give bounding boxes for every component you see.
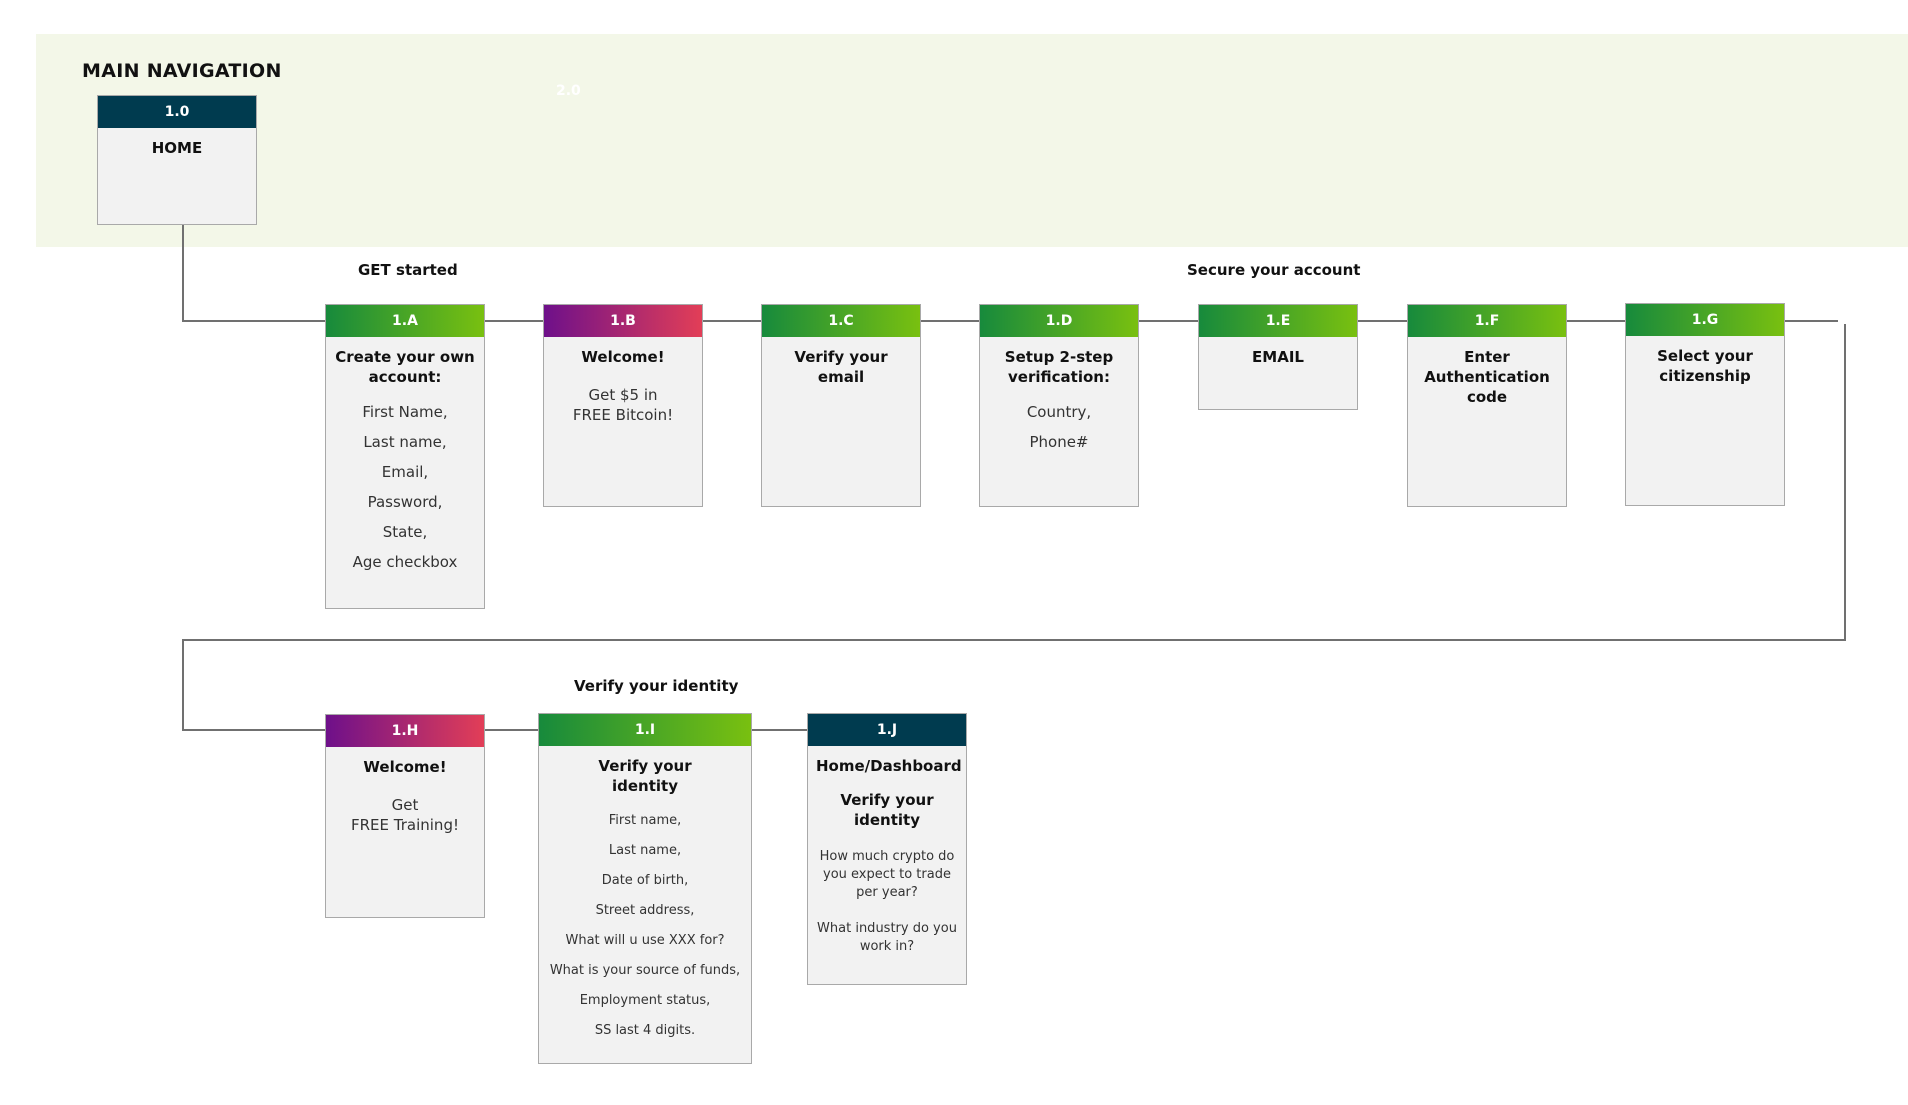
card-create-account-title: Create your own account: [335,348,475,386]
card-verify-email-id: 1.C [762,305,920,337]
field-item: Employment status, [579,993,711,1008]
card-two-step-setup-id: 1.D [980,305,1138,337]
card-create-account[interactable]: 1.A Create your own account: First Name,… [325,304,485,609]
question-item: What industry do you work in? [817,921,957,954]
connector-row1-to-row2 [182,324,1846,731]
card-citizenship-id: 1.G [1626,304,1784,336]
main-navigation-title: MAIN NAVIGATION [82,60,282,82]
card-create-account-id: 1.A [326,305,484,337]
field-item: Phone# [1029,433,1089,451]
field-item: Country, [1026,403,1092,421]
card-welcome-bitcoin-body: Get $5 in FREE Bitcoin! [572,386,674,424]
card-two-step-setup-fields: Country, Phone# [980,387,1138,457]
card-welcome-bitcoin-title: Welcome! [581,348,665,366]
card-home-title: HOME [151,139,203,157]
field-item: SS last 4 digits. [594,1023,696,1038]
section-verify-identity-label: Verify your identity [574,677,739,695]
section-2-label: 2.0 [556,83,581,99]
card-verify-identity-title: Verify your identity [598,757,692,795]
connector-home-to-row1 [182,224,325,322]
card-citizenship-title: Select your citizenship [1657,347,1753,385]
field-item: First name, [608,813,682,828]
card-home-dashboard-id: 1.J [808,714,966,746]
card-verify-email[interactable]: 1.C Verify your email [761,304,921,507]
card-welcome-training-body: Get FREE Training! [351,796,459,834]
field-item: Date of birth, [601,873,689,888]
card-email-id: 1.E [1199,305,1357,337]
card-verify-identity-id: 1.I [539,714,751,746]
main-navigation-band [36,34,1908,247]
field-item: First Name, [362,403,448,421]
question-item: How much crypto do you expect to trade p… [819,849,955,900]
card-welcome-bitcoin-id: 1.B [544,305,702,337]
field-item: What is your source of funds, [549,963,741,978]
card-create-account-fields: First Name, Last name, Email, Password, … [326,387,484,577]
card-two-step-setup[interactable]: 1.D Setup 2-step verification: Country, … [979,304,1139,507]
card-verify-email-title: Verify your email [794,348,888,386]
field-item: Last name, [608,843,682,858]
card-email-title: EMAIL [1252,348,1304,366]
field-item: What will u use XXX for? [565,933,725,948]
card-auth-code[interactable]: 1.F Enter Authentication code [1407,304,1567,507]
card-welcome-training[interactable]: 1.H Welcome! Get FREE Training! [325,714,485,918]
card-home[interactable]: 1.0 HOME [97,95,257,225]
field-item: Age checkbox [352,553,458,571]
field-item: State, [382,523,428,541]
card-home-id: 1.0 [98,96,256,128]
field-item: Email, [381,463,429,481]
card-auth-code-id: 1.F [1408,305,1566,337]
field-item: Last name, [363,433,447,451]
card-email[interactable]: 1.E EMAIL [1198,304,1358,410]
card-verify-identity[interactable]: 1.I Verify your identity First name, Las… [538,713,752,1064]
card-citizenship[interactable]: 1.G Select your citizenship [1625,303,1785,506]
section-get-started-label: GET started [358,261,458,279]
card-home-dashboard-questions: How much crypto do you expect to trade p… [808,830,966,956]
card-home-dashboard-subtitle: Verify your identity [840,791,934,829]
field-item: Street address, [595,903,695,918]
card-home-dashboard[interactable]: 1.J Home/Dashboard Verify your identity … [807,713,967,985]
card-two-step-setup-title: Setup 2-step verification: [1004,348,1114,386]
card-auth-code-title: Enter Authentication code [1424,348,1550,406]
card-welcome-bitcoin[interactable]: 1.B Welcome! Get $5 in FREE Bitcoin! [543,304,703,507]
card-welcome-training-id: 1.H [326,715,484,747]
field-item: Password, [367,493,443,511]
section-secure-account-label: Secure your account [1187,261,1361,279]
card-welcome-training-title: Welcome! [363,758,447,776]
card-verify-identity-fields: First name, Last name, Date of birth, St… [539,796,751,1046]
card-home-dashboard-title: Home/Dashboard [816,757,962,775]
